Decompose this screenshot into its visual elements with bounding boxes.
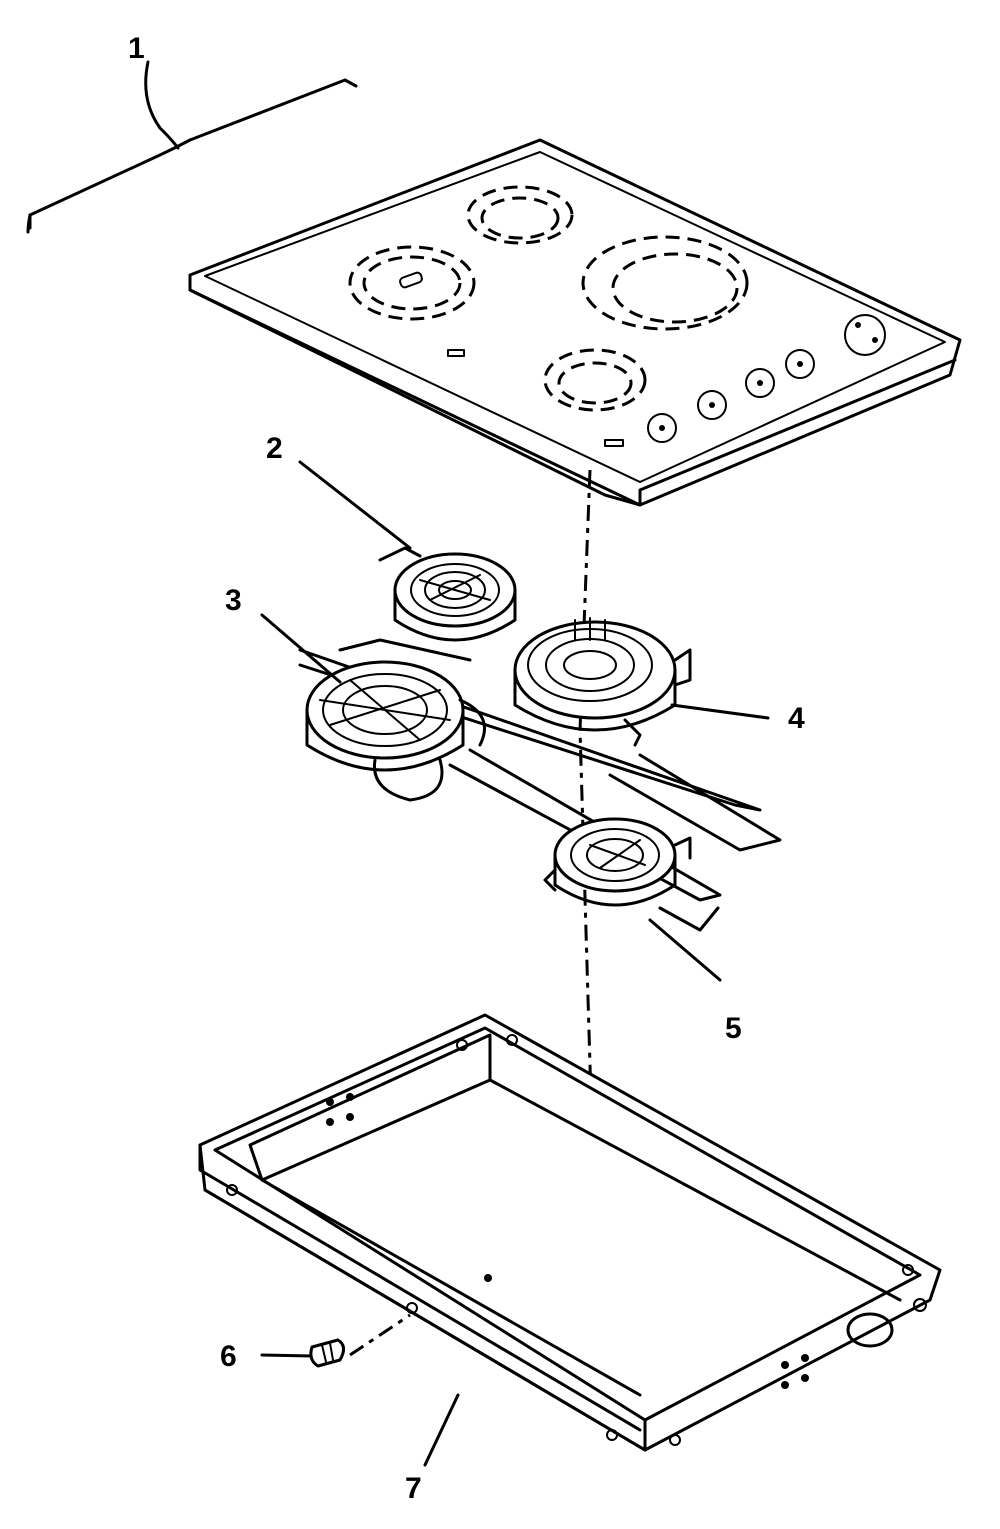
callout-1: 1 (128, 32, 145, 65)
callout-2: 2 (266, 432, 283, 465)
callout-7: 7 (405, 1472, 422, 1505)
surface-element-4 (513, 617, 692, 747)
glass-cooktop (188, 138, 962, 507)
callout-6: 6 (220, 1340, 237, 1373)
alignment-axis-screw (349, 1313, 411, 1357)
surface-element-2 (378, 546, 517, 642)
surface-element-3 (305, 638, 486, 802)
trim-strip (26, 78, 358, 234)
burner-box (198, 1013, 942, 1452)
leader-3 (260, 613, 342, 684)
screw (260, 1338, 345, 1368)
leader-5 (648, 918, 722, 982)
leader-4 (670, 703, 770, 720)
callout-4: 4 (788, 702, 805, 735)
leader-2 (298, 460, 412, 550)
callout-3: 3 (225, 584, 242, 617)
leader-7 (423, 1393, 460, 1467)
surface-element-5 (543, 817, 692, 907)
leader-1 (144, 60, 180, 150)
callout-5: 5 (725, 1012, 742, 1045)
